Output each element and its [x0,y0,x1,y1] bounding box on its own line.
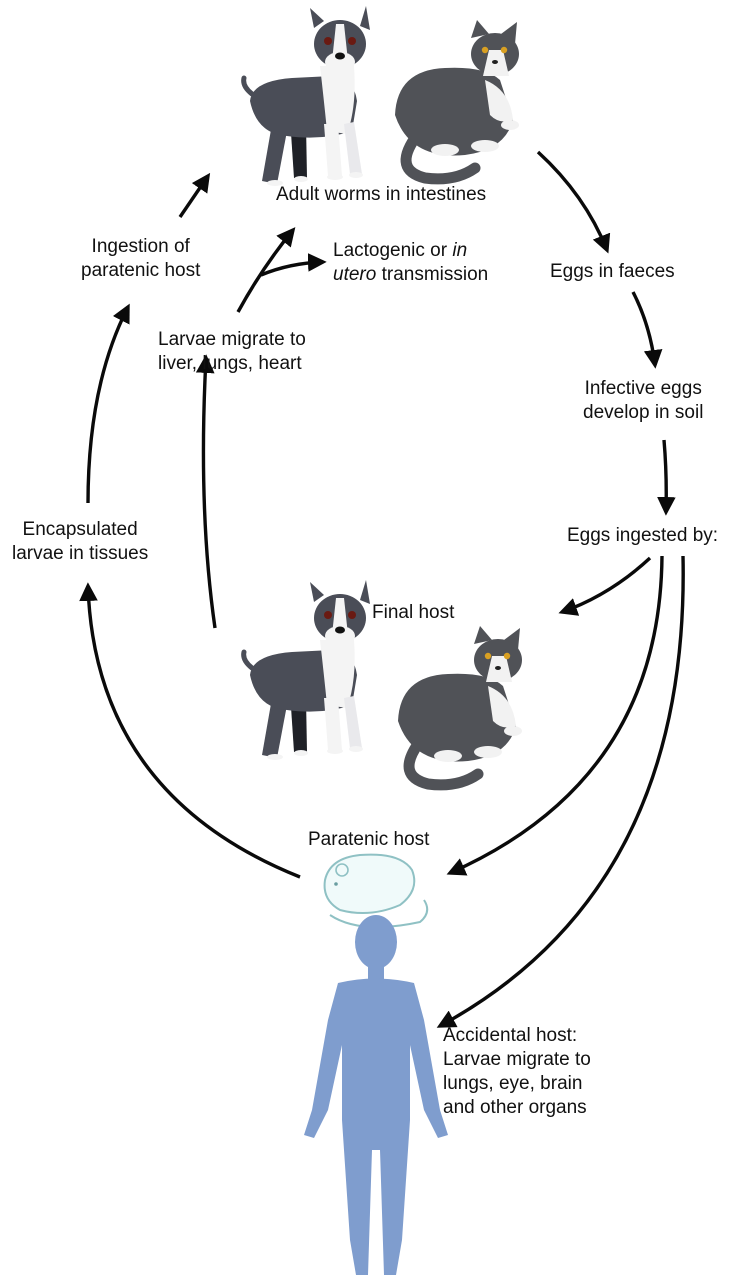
ingestion-line-2: paratenic host [81,259,200,283]
cat-icon [398,626,522,785]
arrow-to-eggs-ingested [664,440,666,512]
lactogenic-line-1: Lactogenic or in [333,239,488,263]
arrow-to-infective-eggs [633,292,655,365]
accidental-host-line-3: lungs, eye, brain [443,1072,591,1096]
arrow-to-final-host [562,558,650,612]
accidental-host-label: Accidental host: Larvae migrate to lungs… [443,1024,591,1120]
eggs-in-faeces-label: Eggs in faeces [550,260,675,284]
ingestion-of-paratenic-host-label: Ingestion of paratenic host [81,235,200,283]
in-text: in [452,240,467,261]
encapsulated-larvae-label: Encapsulated larvae in tissues [12,518,148,566]
ingestion-line-1: Ingestion of [81,235,200,259]
arrow-to-adult-worms [180,176,208,217]
encapsulated-line-1: Encapsulated [12,518,148,542]
encapsulated-line-2: larvae in tissues [12,542,148,566]
arrow-to-lactogenic [261,262,323,275]
transmission-text: transmission [376,264,488,285]
final-host-label: Final host [372,601,454,625]
larvae-migrate-line-2: liver, lungs, heart [158,352,306,376]
infective-eggs-line-2: develop in soil [583,401,703,425]
adult-worms-label: Adult worms in intestines [276,183,486,207]
cat-icon [395,20,519,179]
arrow-to-larvae-migrate [203,358,215,628]
lactogenic-label: Lactogenic or in utero transmission [333,239,488,287]
arrow-larvae-to-adult-worms [238,230,293,312]
arrow-to-eggs-in-faeces [538,152,607,250]
accidental-host-line-2: Larvae migrate to [443,1048,591,1072]
dog-icon [244,580,370,760]
accidental-host-line-1: Accidental host: [443,1024,591,1048]
lactogenic-text: Lactogenic or [333,240,452,261]
utero-text: utero [333,264,376,285]
infective-eggs-label: Infective eggs develop in soil [583,377,703,425]
larvae-migrate-line-1: Larvae migrate to [158,328,306,352]
paratenic-host-label: Paratenic host [308,828,429,852]
accidental-host-line-4: and other organs [443,1096,591,1120]
human-silhouette-icon [304,915,448,1275]
dog-icon [244,6,370,186]
eggs-ingested-label: Eggs ingested by: [567,524,718,548]
arrow-to-accidental-host [440,556,683,1026]
lactogenic-line-2: utero transmission [333,263,488,287]
larvae-migrate-label: Larvae migrate to liver, lungs, heart [158,328,306,376]
infective-eggs-line-1: Infective eggs [583,377,703,401]
arrow-to-ingestion-of-paratenic-host [88,307,128,503]
